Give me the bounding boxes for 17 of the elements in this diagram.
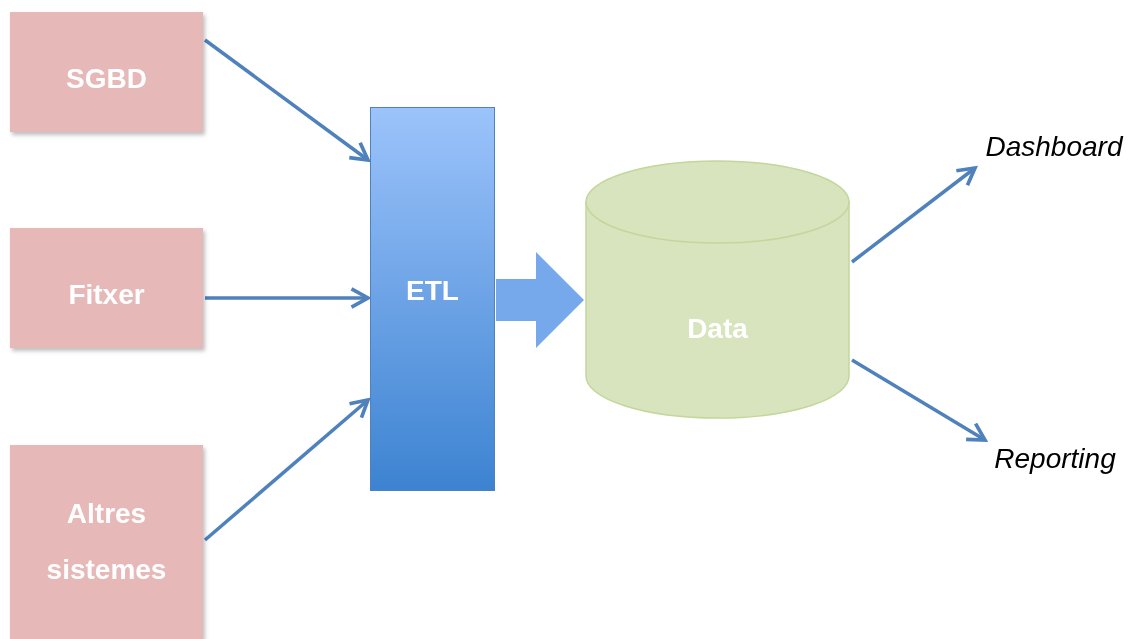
arrow	[203, 38, 370, 162]
source-box	[10, 445, 203, 639]
output-label: Reporting	[994, 443, 1116, 475]
box-label: SGBD	[65, 62, 148, 96]
block-arrow	[496, 252, 584, 348]
database-label: Data	[687, 313, 748, 345]
arrow	[851, 358, 987, 442]
arrow	[205, 287, 370, 309]
box-label: Altres sistemes	[45, 497, 168, 587]
box-label: Fitxer	[67, 278, 146, 312]
arrow	[850, 166, 977, 264]
source-box	[10, 228, 203, 348]
source-box	[10, 12, 203, 132]
process-label: ETL	[406, 275, 459, 307]
output-label: Dashboard	[985, 131, 1123, 163]
process-bar	[370, 107, 495, 491]
arrow	[203, 398, 370, 542]
